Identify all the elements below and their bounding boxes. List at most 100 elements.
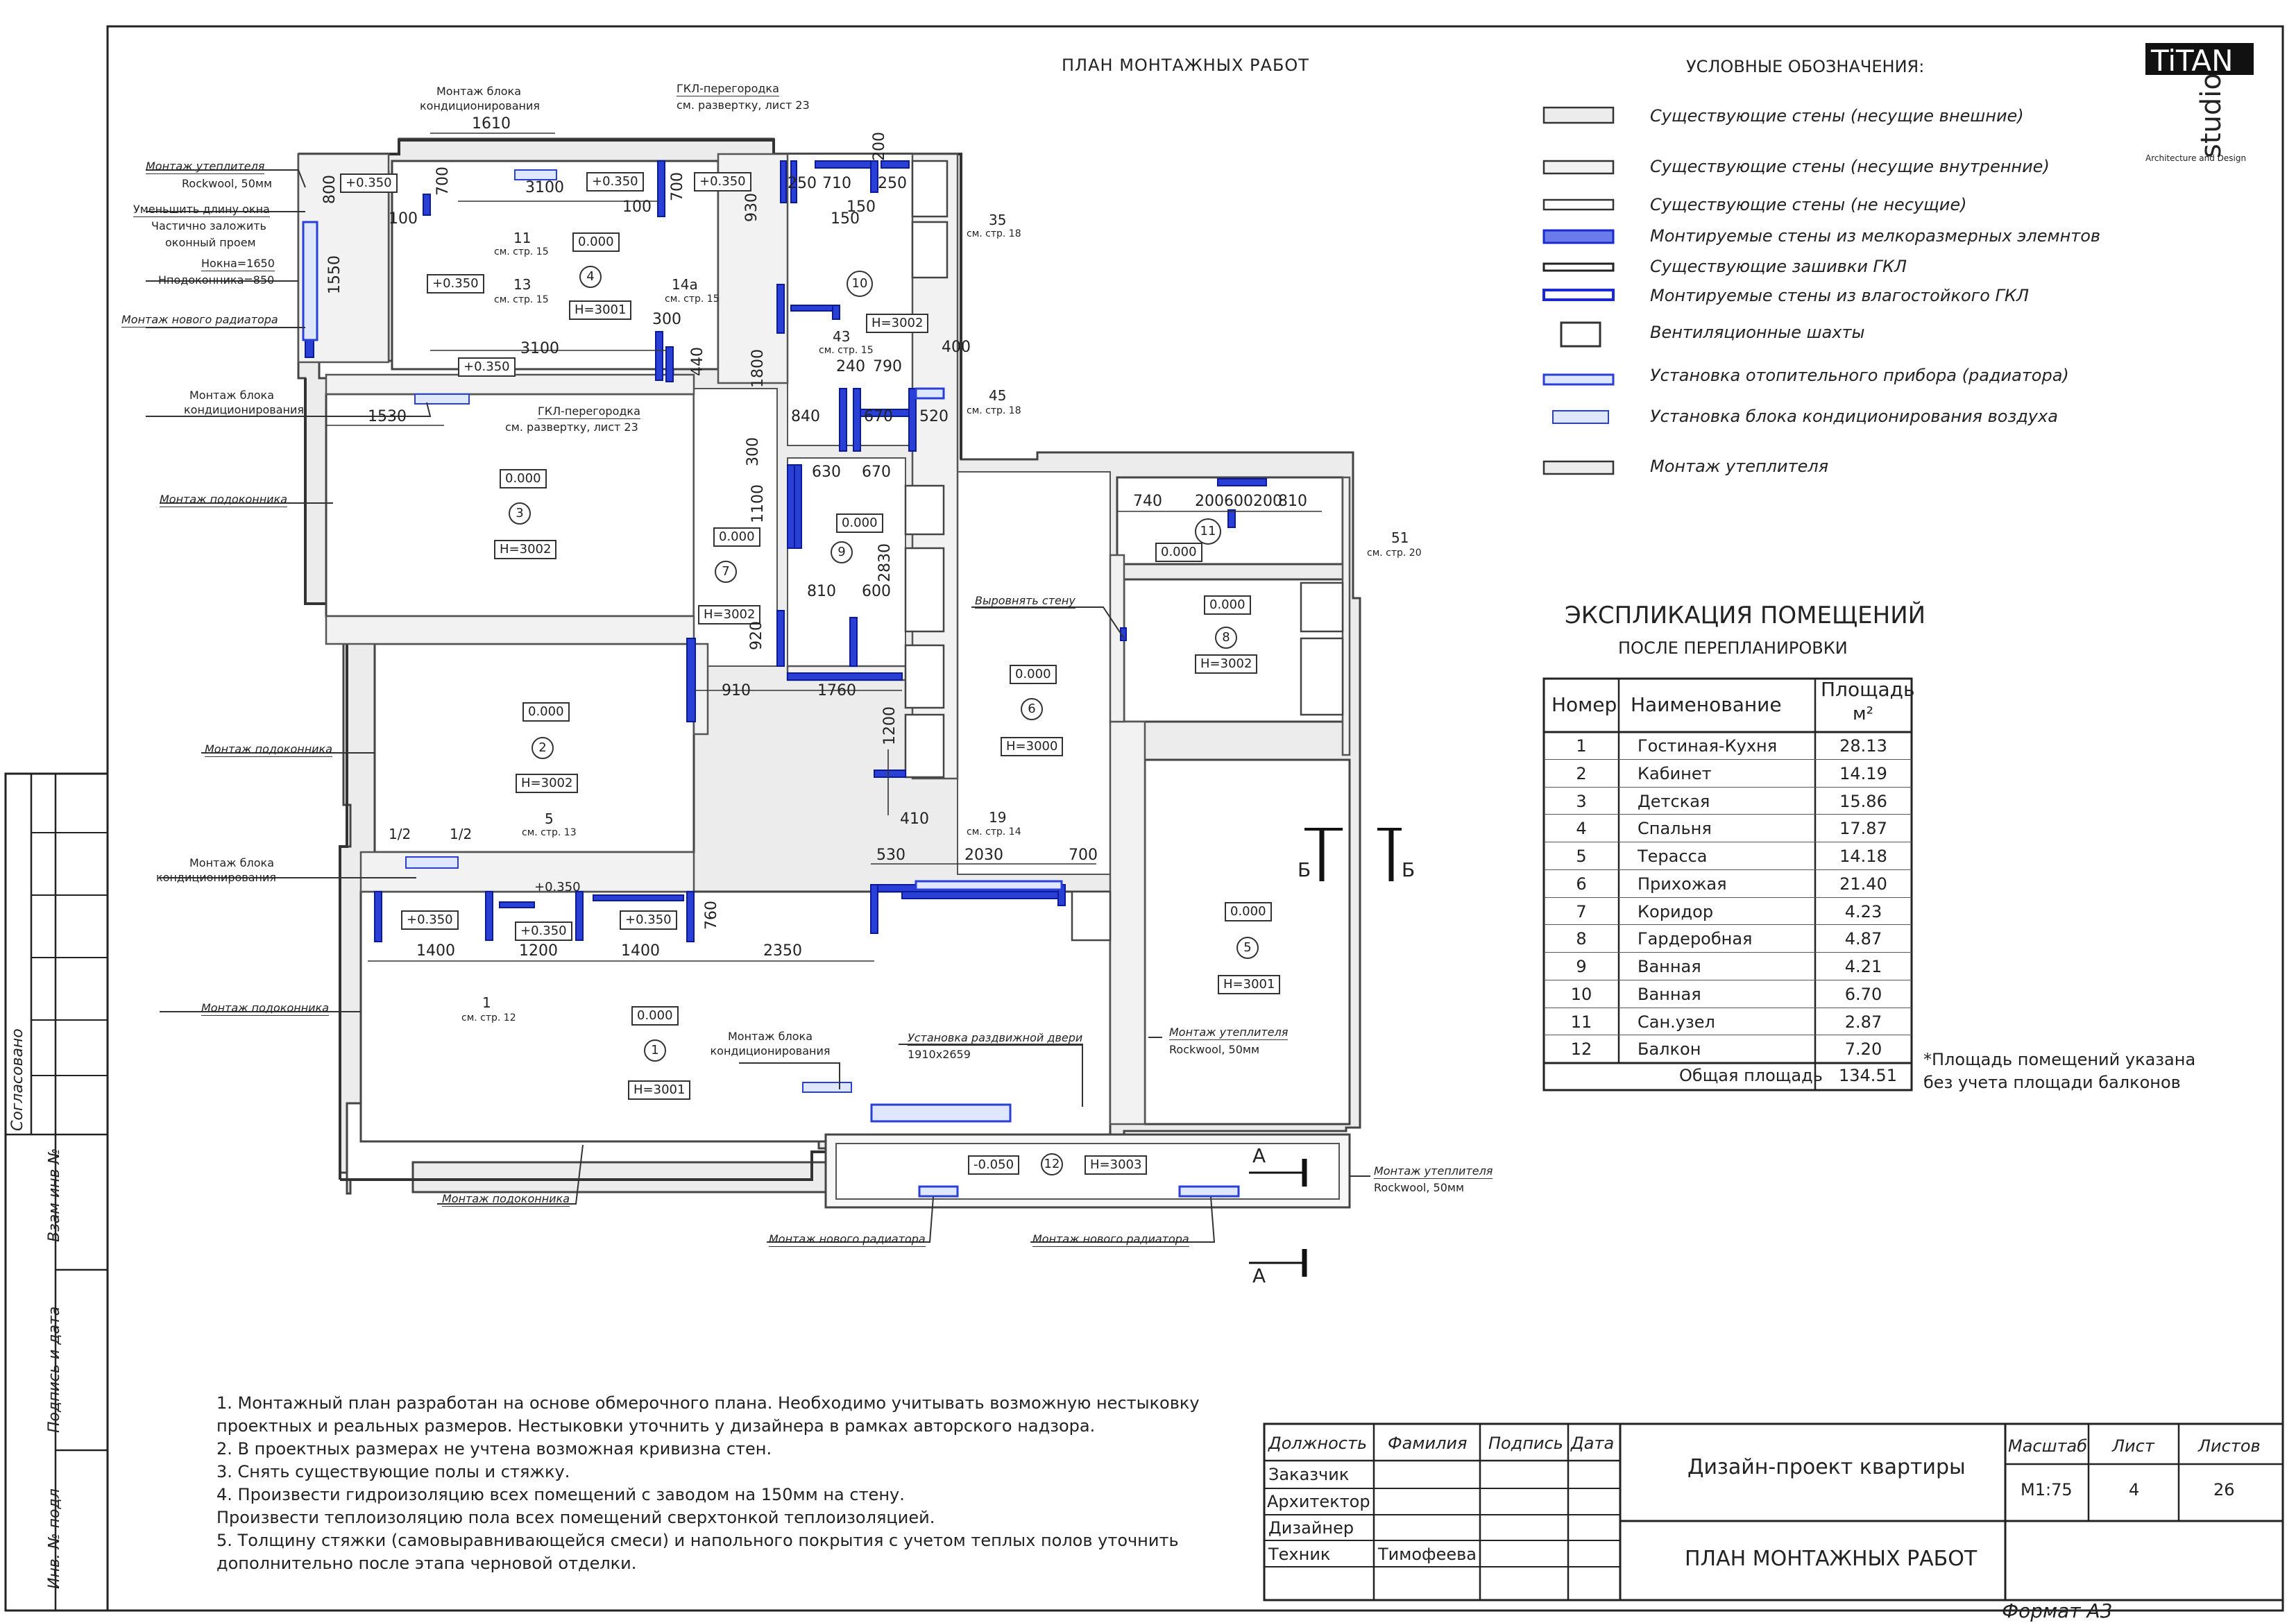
annot-sill-2: Монтаж подоконника <box>205 742 333 757</box>
tb-project: Дизайн-проект квартиры <box>1687 1455 1966 1479</box>
annot-rockwool-terrace: Rockwool, 50мм <box>1169 1043 1260 1056</box>
annot-h-window: Нокна=1650 <box>201 257 275 271</box>
ac-unit-room2-icon <box>405 856 459 869</box>
row-area: 14.19 <box>1839 763 1887 783</box>
ref-11: 11 <box>513 230 532 246</box>
radiator-19-icon <box>915 880 1063 891</box>
room6-level: 0.000 <box>1010 665 1057 684</box>
room9-level: 0.000 <box>836 513 883 533</box>
dim-1200b: 1200 <box>881 706 899 745</box>
ref-14a: 14а <box>672 276 698 293</box>
dim-200a: 200 <box>871 132 888 161</box>
dim-1100: 1100 <box>749 484 767 523</box>
dim-440: 440 <box>689 347 706 376</box>
tb-role-architect: Архитектор <box>1267 1492 1370 1511</box>
room1-num: 1 <box>644 1039 666 1062</box>
col-header-num: Номер <box>1551 693 1617 716</box>
mark-p350e: +0.350 <box>458 357 516 377</box>
room12-num: 12 <box>1041 1153 1063 1175</box>
col-header-area-unit: м² <box>1853 704 1874 724</box>
dim-400a: 400 <box>942 339 971 356</box>
room5-level: 0.000 <box>1225 902 1272 921</box>
row-area: 21.40 <box>1839 874 1887 894</box>
annot-align-wall: Выровнять стену <box>975 594 1075 609</box>
room2-num: 2 <box>532 737 554 759</box>
annot-sill-bottom: Монтаж подоконника <box>442 1192 570 1207</box>
dim-200600200: 200600200 <box>1195 493 1282 510</box>
dim-1530: 1530 <box>368 408 407 425</box>
section-a-top: А <box>1252 1144 1266 1167</box>
room8-height: H=3002 <box>1195 654 1258 674</box>
row-name: Терасса <box>1638 847 1708 866</box>
legend-title: УСЛОВНЫЕ ОБОЗНАЧЕНИЯ: <box>1686 57 1925 76</box>
annot-sliding-door: Установка раздвижной двери <box>908 1031 1083 1046</box>
tb-sheet: 4 <box>2129 1480 2140 1499</box>
dim-240: 240 <box>836 358 865 375</box>
dim-910: 910 <box>722 682 751 699</box>
dim-250b: 250 <box>878 175 907 192</box>
row-name: Сан.узел <box>1638 1012 1715 1032</box>
dim-800: 800 <box>321 175 339 204</box>
mark-p350f: +0.350 <box>401 910 459 930</box>
room3-num: 3 <box>509 502 531 525</box>
dim-100b: 100 <box>622 198 652 216</box>
row-area: 28.13 <box>1839 736 1887 756</box>
ac-unit-mid-icon <box>414 393 470 405</box>
dim-740: 740 <box>1133 493 1162 510</box>
room4-level: 0.000 <box>572 232 620 252</box>
row-area: 6.70 <box>1844 984 1882 1004</box>
radiator-balcony-left-icon <box>918 1185 959 1198</box>
explication-note-1: *Площадь помещений указана <box>1923 1050 2196 1069</box>
room3-level: 0.000 <box>500 469 547 488</box>
ac-unit-top-icon <box>514 169 557 180</box>
dim-1610: 1610 <box>472 115 511 133</box>
ac-unit-room1-icon <box>802 1082 852 1093</box>
row-name: Кабинет <box>1638 763 1712 783</box>
tb-role-customer: Заказчик <box>1268 1465 1350 1484</box>
explication-title: ЭКСПЛИКАЦИЯ ПОМЕЩЕНИЙ <box>1565 602 1926 629</box>
dim-810b: 810 <box>807 583 836 600</box>
legend-item-moisture-drywall: Монтируемые стены из влагостойкого ГКЛ <box>1650 286 2030 305</box>
tb-sheets-label: Листов <box>2198 1436 2261 1456</box>
dim-3100a: 3100 <box>525 179 564 196</box>
dim-100a: 100 <box>389 210 418 228</box>
row-area: 2.87 <box>1844 1012 1882 1032</box>
dim-930: 930 <box>743 193 760 222</box>
note-line: 5. Толщину стяжки (самовыравнивающейся с… <box>216 1531 1179 1550</box>
row-num: 5 <box>1576 847 1587 866</box>
ref-19-sub: см. стр. 14 <box>967 826 1021 838</box>
dim-670b: 670 <box>862 464 891 481</box>
legend-item-radiator: Установка отопительного прибора (радиато… <box>1650 366 2069 385</box>
annot-new-radiator-left: Монтаж нового радиатора <box>121 313 278 328</box>
mark-p350d: +0.350 <box>427 274 484 294</box>
dim-520: 520 <box>919 408 949 425</box>
room8-level: 0.000 <box>1204 595 1251 615</box>
ref-35: 35 <box>989 212 1007 228</box>
row-area: 15.86 <box>1839 791 1887 811</box>
room2-level: 0.000 <box>522 702 570 722</box>
ref-35-sub: см. стр. 18 <box>967 228 1021 239</box>
row-num: 10 <box>1570 984 1592 1004</box>
mark-p350i: +0.350 <box>515 921 572 941</box>
stamp-inv-orig: Инв. № подл <box>46 1488 63 1589</box>
ref-45-sub: см. стр. 18 <box>967 405 1021 416</box>
dim-1550: 1550 <box>326 255 343 294</box>
tb-sheets: 26 <box>2213 1480 2235 1499</box>
room11-level: 0.000 <box>1155 543 1202 562</box>
stamp-inv-replace: Взам инв № <box>46 1148 63 1242</box>
room7-level: 0.000 <box>713 527 760 547</box>
ref-43-sub: см. стр. 15 <box>819 345 874 356</box>
row-name: Прихожая <box>1638 874 1727 894</box>
ref-19: 19 <box>989 809 1007 826</box>
dim-300a: 300 <box>652 311 681 328</box>
dim-700b: 700 <box>669 172 686 201</box>
tb-sheet-title: ПЛАН МОНТАЖНЫХ РАБОТ <box>1685 1547 1978 1571</box>
row-name: Детская <box>1638 791 1710 811</box>
row-num: 9 <box>1576 957 1587 976</box>
dim-810a: 810 <box>1278 493 1307 510</box>
